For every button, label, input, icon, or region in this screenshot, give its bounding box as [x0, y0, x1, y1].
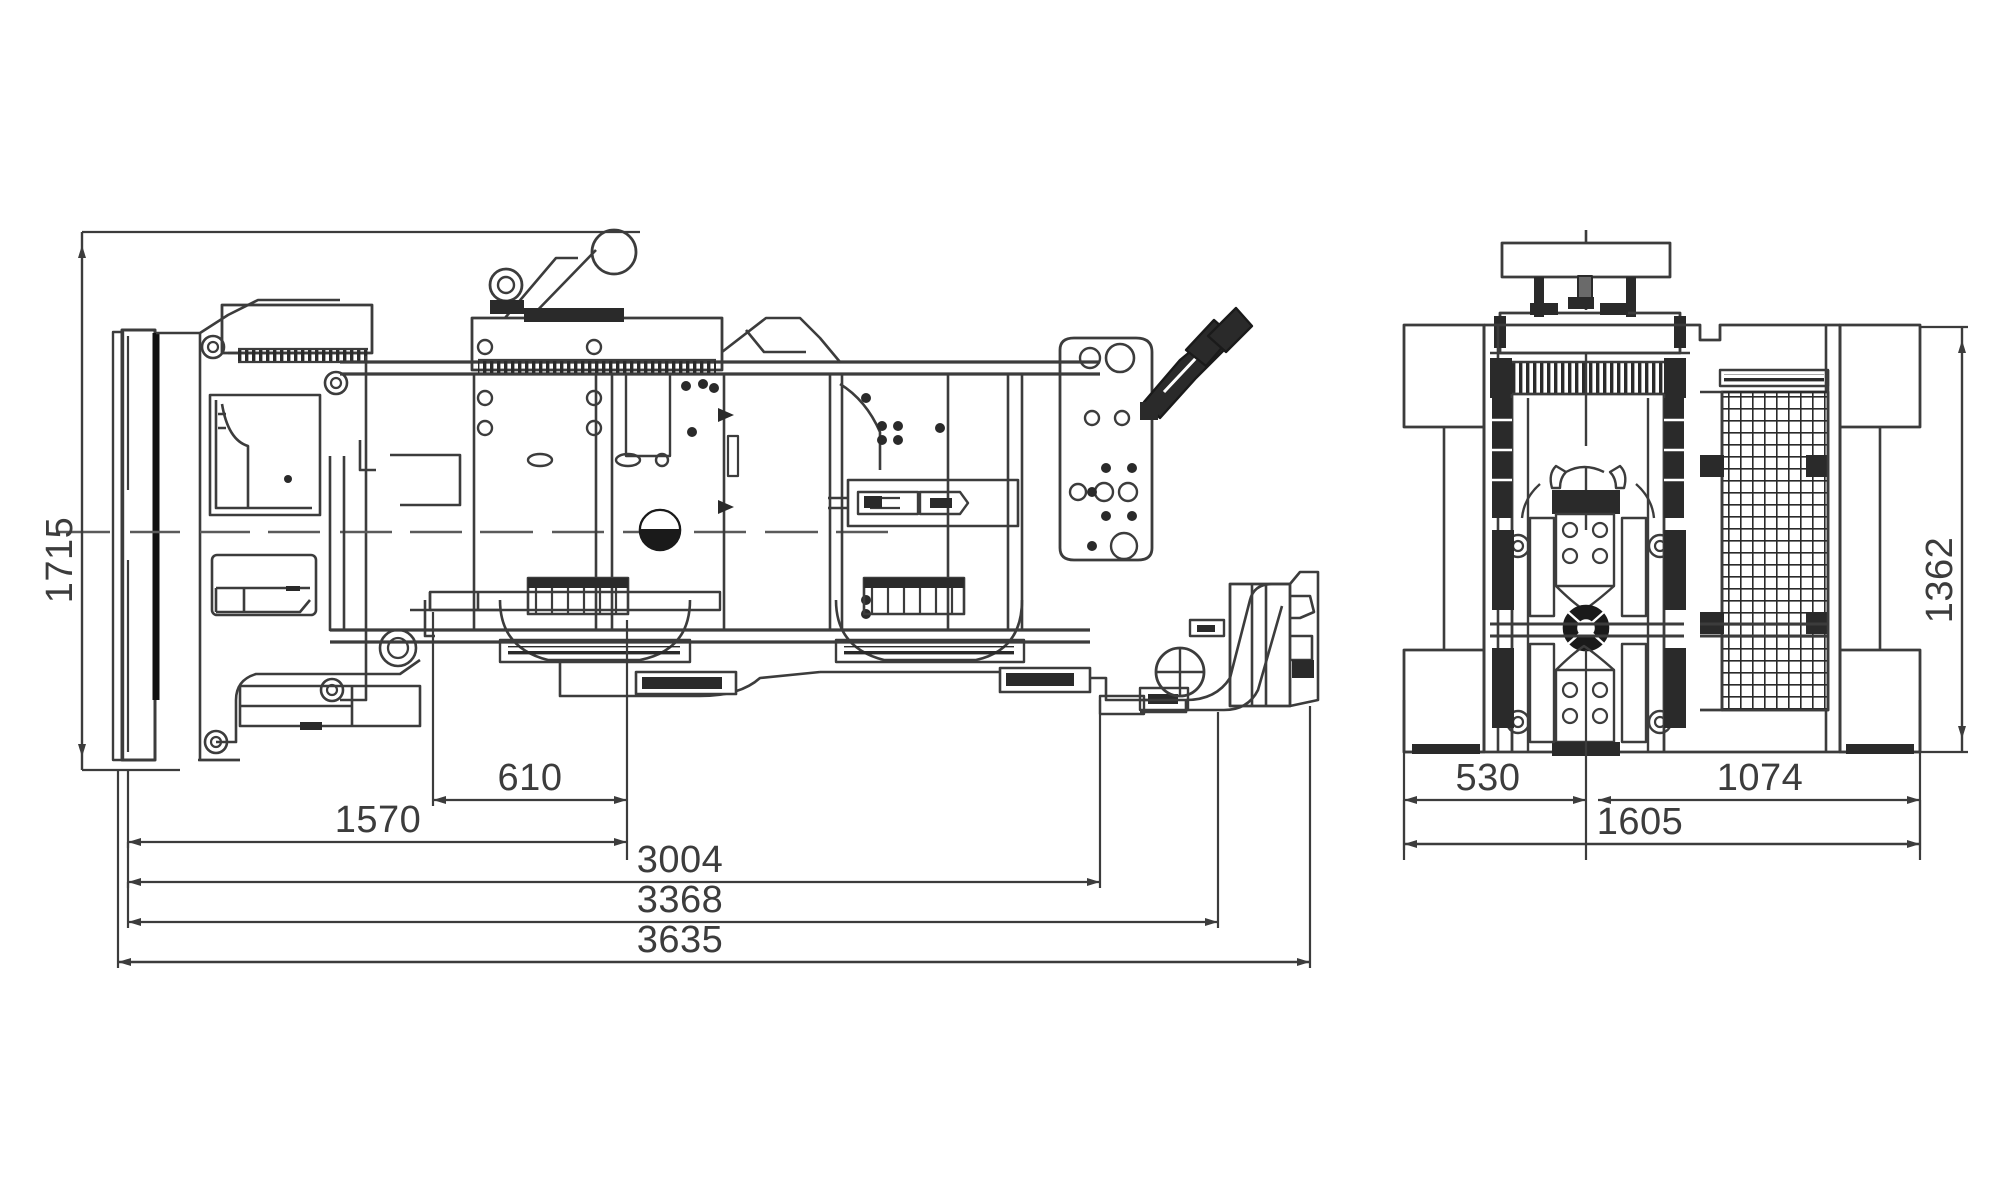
dim-label-3004: 3004	[637, 839, 724, 881]
dim-label-1362: 1362	[1919, 537, 1961, 624]
central-drill-head	[1520, 353, 1656, 756]
side-view-dimensions: 1715 610 1570	[39, 230, 1312, 968]
dim-3635: 3635	[116, 706, 1312, 968]
lower-frame-skirt	[198, 590, 1190, 762]
dim-1605: 1605	[1402, 800, 1922, 850]
left-guide-rails	[1492, 516, 1556, 744]
dim-1715: 1715	[39, 230, 640, 772]
engine-hood-module	[470, 228, 841, 376]
inner-columns	[1490, 392, 1686, 752]
dim-label-530: 530	[1456, 757, 1521, 799]
dim-label-1074: 1074	[1717, 757, 1804, 799]
dim-3368: 3368	[126, 712, 1220, 928]
dim-label-3635: 3635	[637, 919, 724, 961]
front-hitch-detail	[328, 440, 462, 632]
toothed-header	[1490, 358, 1686, 398]
dim-label-1715: 1715	[39, 517, 81, 604]
dim-3004: 3004	[126, 700, 1102, 888]
right-track-block	[1838, 323, 1922, 754]
side-view-group	[56, 228, 1320, 762]
dim-label-610: 610	[498, 757, 563, 799]
radiator-grille	[1700, 368, 1830, 712]
dim-label-3368: 3368	[637, 879, 724, 921]
body-panel-front	[472, 372, 740, 630]
front-view-group	[1402, 230, 1922, 756]
front-view-dimensions: 1362 530 1074	[1402, 325, 1968, 860]
dim-1570: 1570	[126, 770, 627, 848]
dim-label-1570: 1570	[335, 799, 422, 841]
track-roller-assembly	[498, 576, 1026, 664]
rear-blade-plate	[111, 328, 157, 762]
left-cab-module	[156, 298, 374, 762]
dim-label-1605: 1605	[1597, 801, 1684, 843]
dim-1362: 1362	[1919, 325, 1968, 754]
right-guide-rails	[1620, 516, 1686, 744]
chassis-rails	[330, 360, 1100, 644]
left-track-block	[1402, 323, 1486, 754]
rear-module	[1006, 306, 1254, 630]
tail-drawbar	[1098, 570, 1320, 716]
dim-610: 610	[431, 612, 629, 860]
body-panel-mid	[828, 374, 1020, 630]
dim-1074: 1074	[1598, 752, 1922, 860]
